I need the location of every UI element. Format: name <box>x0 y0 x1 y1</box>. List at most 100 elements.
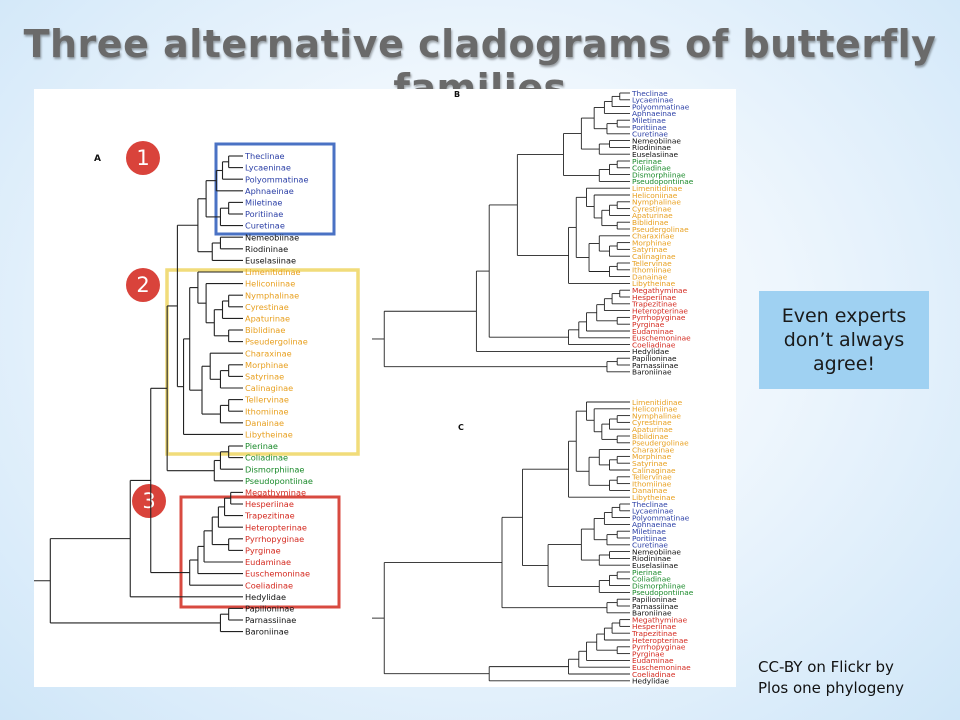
tip-label: Trapezitinae <box>631 300 677 309</box>
clade-badge-1-number: 1 <box>136 146 149 170</box>
tip-label: Aphnaeinae <box>632 109 676 118</box>
tip-label: Baroniinae <box>632 609 672 618</box>
tip-label: Danainae <box>245 418 284 428</box>
tip-label: Biblidinae <box>632 218 669 227</box>
tip-label: Pseudergolinae <box>632 439 689 448</box>
tip-label: Pierinae <box>632 568 662 577</box>
tip-label: Heteropterinae <box>632 306 688 315</box>
tip-label: Libytheinae <box>632 279 676 288</box>
tip-label: Trapezitinae <box>631 629 677 638</box>
tip-label: Miletinae <box>632 527 666 536</box>
tip-label: Polyommatinae <box>632 513 690 522</box>
tip-label: Aphnaeinae <box>632 520 676 529</box>
tip-label: Pyrrhopyginae <box>632 313 686 322</box>
tip-label: Megathyminae <box>632 615 688 624</box>
tip-label: Apaturinae <box>632 425 673 434</box>
tip-label: Biblidinae <box>632 432 669 441</box>
tip-label: Hedylidae <box>632 347 669 356</box>
tip-label: Cyrestinae <box>245 302 289 312</box>
tip-label: Nymphalinae <box>632 411 681 420</box>
tip-label: Heliconiinae <box>632 405 678 414</box>
tip-label: Apaturinae <box>245 314 290 324</box>
tip-label: Parnassiinae <box>632 602 679 611</box>
tip-label: Danainae <box>632 486 668 495</box>
tip-label: Megathyminae <box>632 286 688 295</box>
tip-label: Libytheinae <box>632 493 676 502</box>
tip-label: Euschemoninae <box>632 334 691 343</box>
tip-label: Coeliadinae <box>245 580 293 590</box>
tip-label: Calinaginae <box>245 383 293 393</box>
tip-label: Riodininae <box>632 554 671 563</box>
image-credit: CC-BY on Flickr by Plos one phylogeny <box>758 657 958 699</box>
tip-label: Ithomiinae <box>632 479 672 488</box>
tip-label: Danainae <box>632 272 668 281</box>
tip-label: Pyrrhopyginae <box>632 643 686 652</box>
tip-label: Nemeobiinae <box>632 547 681 556</box>
tip-label: Pseudopontiinae <box>632 588 694 597</box>
tip-label: Limenitidinae <box>632 398 683 407</box>
tip-label: Megathyminae <box>245 488 306 498</box>
tip-label: Hedylidae <box>632 677 669 686</box>
tip-label: Nemeobiinae <box>245 232 299 242</box>
tip-label: Calinaginae <box>632 466 676 475</box>
cladograms-b-c: B C TheclinaeLycaeninaePolyommatinaeAphn… <box>372 89 694 686</box>
tip-label: Poritiinae <box>632 534 667 543</box>
tip-label: Hedylidae <box>245 592 286 602</box>
tip-label: Riodininae <box>632 143 671 152</box>
tip-label: Euselasiinae <box>245 256 296 266</box>
tip-label: Lycaeninae <box>632 96 674 105</box>
tip-label: Curetinae <box>632 541 668 550</box>
tip-label: Miletinae <box>245 198 282 208</box>
credit-line-1: CC-BY on Flickr by <box>758 658 894 676</box>
tip-label: Papilioninae <box>245 604 294 614</box>
tip-label: Hesperiinae <box>632 622 677 631</box>
tip-label: Biblidinae <box>245 325 285 335</box>
experts-callout: Even experts don’t always agree! <box>759 291 929 389</box>
tip-label: Papilioninae <box>632 354 677 363</box>
tip-label: Poritiinae <box>632 123 667 132</box>
panel-label-b: B <box>454 90 460 99</box>
tip-label: Nymphalinae <box>632 198 681 207</box>
tip-label: Pseudergolinae <box>632 225 689 234</box>
tip-label: Pyrrhopyginae <box>245 534 304 544</box>
tip-label: Pyrginae <box>632 320 665 329</box>
tip-label: Poritiinae <box>245 209 283 219</box>
tip-label: Dismorphiinae <box>632 581 686 590</box>
tip-label: Coeliadinae <box>632 670 676 679</box>
tip-label: Charaxinae <box>632 232 675 241</box>
tree-c: LimenitidinaeHeliconiinaeNymphalinaeCyre… <box>372 398 694 686</box>
tip-label: Theclinae <box>631 500 668 509</box>
panel-label-a: A <box>94 154 101 164</box>
tip-label: Eudaminae <box>632 656 674 665</box>
tip-label: Miletinae <box>632 116 666 125</box>
tip-label: Trapezitinae <box>244 511 295 521</box>
tip-label: Tellervinae <box>244 395 289 405</box>
tip-label: Tellervinae <box>631 259 672 268</box>
tip-label: Parnassiinae <box>245 615 296 625</box>
clade-badge-3-circle <box>132 484 166 518</box>
tip-label: Euselasiinae <box>632 150 679 159</box>
tip-label: Eudaminae <box>245 557 291 567</box>
callout-text: Even experts don’t always agree! <box>781 305 907 375</box>
cladogram-a: A 1 2 3 TheclinaeLycaeninaePolyommatinae… <box>34 141 360 637</box>
tip-label: Calinaginae <box>632 252 676 261</box>
tip-label: Nymphalinae <box>245 290 299 300</box>
slide-title: Three alternative cladograms of butterfl… <box>23 22 937 110</box>
tip-label: Limenitidinae <box>245 267 301 277</box>
tree-a: TheclinaeLycaeninaePolyommatinaeAphnaein… <box>34 151 313 637</box>
tip-label: Ithomiinae <box>245 406 289 416</box>
tip-label: Nemeobiinae <box>632 136 681 145</box>
tip-label: Cyrestinae <box>632 204 672 213</box>
tip-label: Morphinae <box>632 452 672 461</box>
tip-label: Euselasiinae <box>632 561 679 570</box>
tip-label: Coeliadinae <box>632 340 676 349</box>
clade-badge-1-circle <box>126 141 160 175</box>
tip-label: Curetinae <box>245 221 285 231</box>
clade-box-3 <box>179 495 341 609</box>
tip-label: Parnassiinae <box>632 361 679 370</box>
tip-label: Pyrginae <box>632 649 665 658</box>
tip-label: Baroniinae <box>632 368 672 377</box>
tip-label: Satyrinae <box>245 372 284 382</box>
